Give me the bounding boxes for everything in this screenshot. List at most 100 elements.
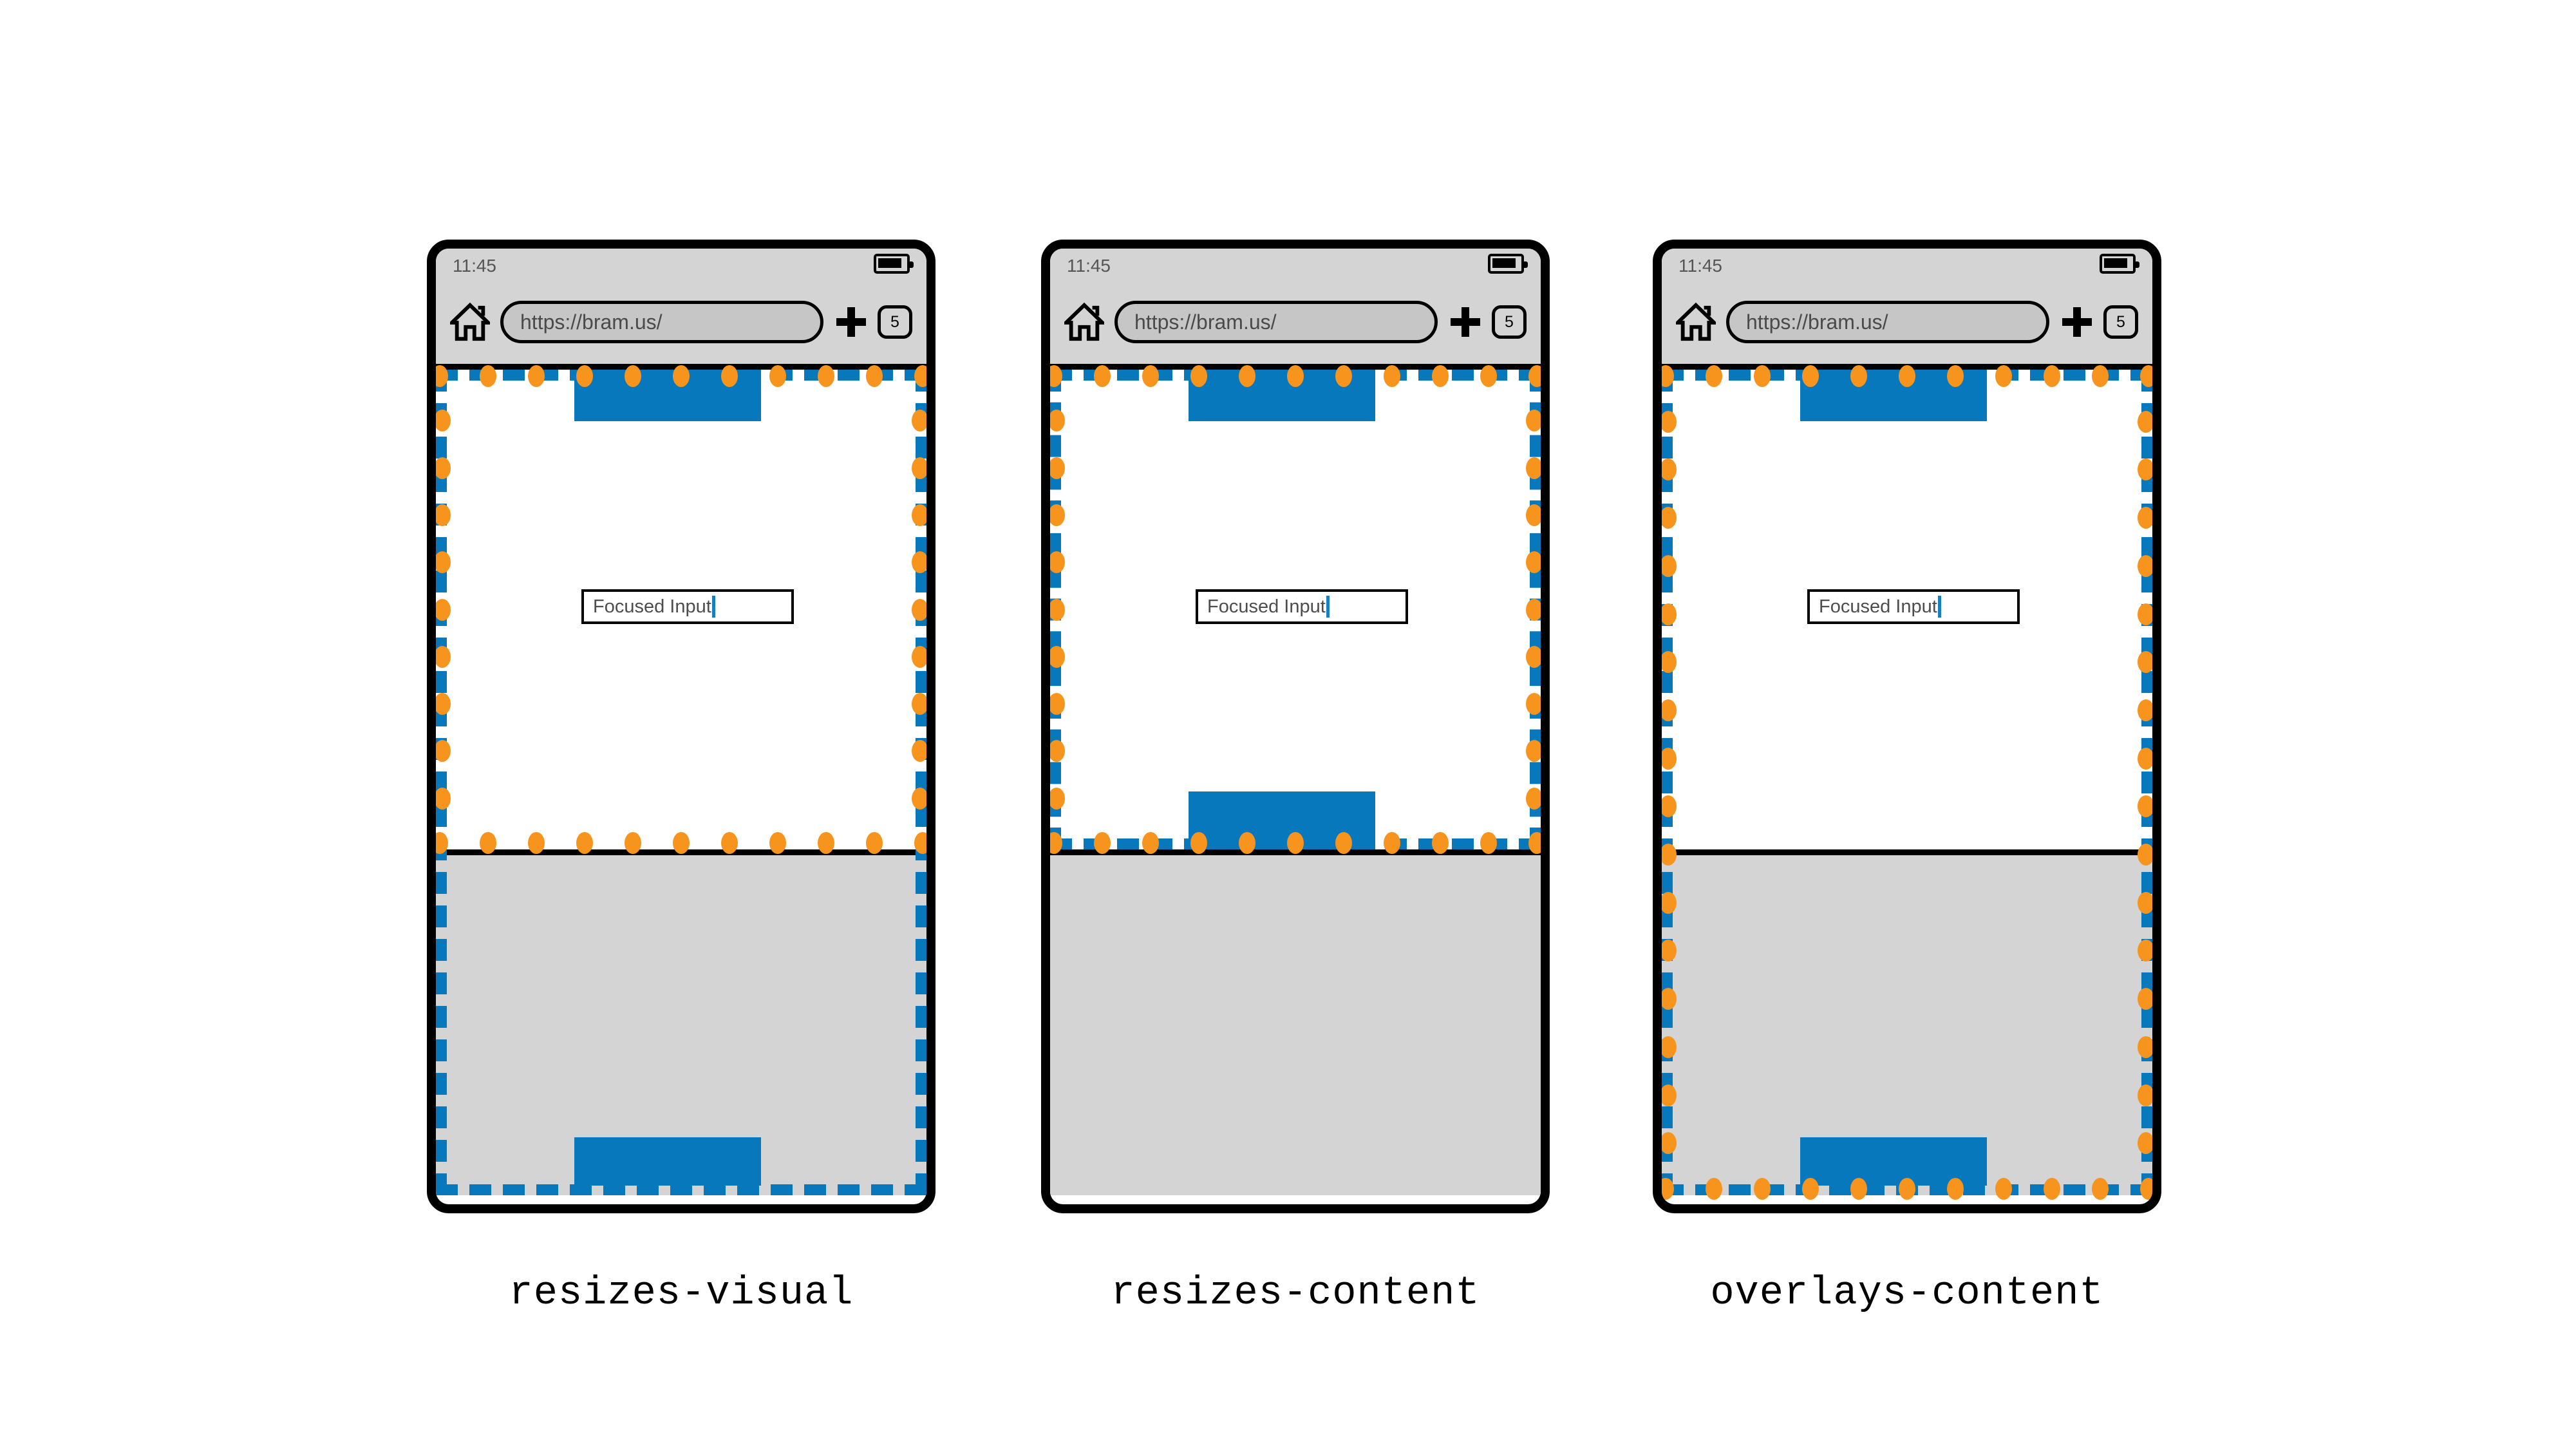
- browser-chrome: 11:45 https://bram.us/5: [436, 249, 926, 370]
- visual-viewport-dot: [1754, 365, 1771, 387]
- visual-viewport-dot: [2138, 1084, 2152, 1106]
- visual-viewport-dot: [2140, 365, 2152, 387]
- visual-viewport-dot: [1802, 1178, 1819, 1200]
- visual-viewport-dot: [436, 693, 451, 715]
- focused-text-input[interactable]: Focused Input: [1807, 589, 2020, 624]
- visual-viewport-dot: [1995, 365, 2012, 387]
- visual-viewport-dot: [914, 365, 926, 387]
- visual-viewport-dot: [912, 410, 926, 432]
- visual-viewport-dot: [528, 365, 545, 387]
- visual-viewport-dot: [769, 365, 786, 387]
- status-bar: 11:45: [436, 249, 926, 282]
- visual-viewport-dot: [2044, 1178, 2060, 1200]
- visual-viewport-dot: [436, 645, 451, 668]
- visual-viewport-dot: [1526, 457, 1541, 479]
- text-caret: [1937, 596, 1941, 618]
- visual-viewport-dot: [2138, 554, 2152, 577]
- visual-viewport-dot: [1662, 747, 1677, 770]
- visual-viewport-dot: [2140, 1178, 2152, 1200]
- visual-viewport-dot: [436, 551, 451, 574]
- visual-viewport-dot: [866, 365, 883, 387]
- visual-viewport-dot: [673, 832, 690, 854]
- visual-viewport-dot: [1050, 598, 1065, 621]
- home-icon[interactable]: [1064, 302, 1104, 342]
- visual-viewport-dot: [1142, 365, 1159, 387]
- visual-viewport-dot: [2138, 988, 2152, 1010]
- tab-counter-button[interactable]: 5: [1492, 305, 1527, 339]
- visual-viewport-dot: [1480, 832, 1497, 854]
- battery-icon: [1488, 254, 1528, 274]
- plus-icon[interactable]: [2062, 307, 2092, 337]
- visual-viewport-dot: [1526, 410, 1541, 432]
- visual-viewport-dot: [1050, 551, 1065, 574]
- visual-viewport-dot: [1239, 365, 1255, 387]
- url-bar[interactable]: https://bram.us/: [1726, 301, 2049, 343]
- status-bar: 11:45: [1050, 249, 1541, 282]
- visual-viewport-dot: [1432, 832, 1449, 854]
- visual-viewport-dot: [436, 504, 451, 526]
- page-footer-block: [1800, 1137, 1987, 1186]
- browser-toolbar: https://bram.us/5: [1050, 282, 1541, 362]
- visual-viewport-dot: [2138, 1036, 2152, 1058]
- visual-viewport-dot: [436, 365, 448, 387]
- visual-viewport-dot: [1142, 832, 1159, 854]
- visual-viewport-dot: [2138, 747, 2152, 770]
- on-screen-keyboard[interactable]: [1050, 849, 1541, 1195]
- visual-viewport-dot: [1050, 832, 1062, 854]
- focused-text-input[interactable]: Focused Input: [581, 589, 794, 624]
- visual-viewport-dot: [1050, 457, 1065, 479]
- visual-viewport-dot: [1706, 1178, 1722, 1200]
- visual-viewport-dot: [2092, 1178, 2109, 1200]
- visual-viewport-dot: [2138, 1132, 2152, 1155]
- tab-counter-button[interactable]: 5: [878, 305, 912, 339]
- home-icon[interactable]: [450, 302, 490, 342]
- visual-viewport-dot: [1287, 365, 1304, 387]
- battery-icon: [2100, 254, 2139, 274]
- url-bar[interactable]: https://bram.us/: [500, 301, 823, 343]
- visual-viewport-dot: [769, 832, 786, 854]
- focused-text-input[interactable]: Focused Input: [1196, 589, 1408, 624]
- panel-caption: resizes-visual: [509, 1270, 854, 1316]
- visual-viewport-dot: [1662, 410, 1677, 433]
- visual-viewport-dot: [1802, 365, 1819, 387]
- visual-viewport-dot: [912, 787, 926, 810]
- visual-viewport-dot: [1094, 365, 1111, 387]
- visual-viewport-dot: [673, 365, 690, 387]
- tab-count-label: 5: [2116, 312, 2125, 331]
- visual-viewport-dot: [1899, 365, 1915, 387]
- visual-viewport-dot: [2044, 365, 2060, 387]
- visual-viewport-dot: [576, 832, 593, 854]
- visual-viewport-dot: [1384, 832, 1400, 854]
- visual-viewport-dot: [1050, 504, 1065, 526]
- tab-counter-button[interactable]: 5: [2103, 305, 2138, 339]
- visual-viewport-dot: [1662, 844, 1677, 866]
- home-icon[interactable]: [1676, 302, 1716, 342]
- visual-viewport-dot: [1526, 598, 1541, 621]
- visual-viewport-dot: [1050, 740, 1065, 762]
- focused-input-value: Focused Input: [1819, 596, 1937, 617]
- visual-viewport-dot: [1850, 1178, 1867, 1200]
- visual-viewport-dot: [1662, 1084, 1677, 1106]
- visual-viewport-dot: [480, 832, 496, 854]
- visual-viewport-dot: [1662, 891, 1677, 914]
- visual-viewport-dot: [1432, 365, 1449, 387]
- web-page-viewport: Focused Input: [436, 365, 926, 1195]
- visual-viewport-dot: [1050, 645, 1065, 668]
- visual-viewport-dot: [1528, 365, 1541, 387]
- tab-count-label: 5: [890, 312, 899, 331]
- url-text: https://bram.us/: [1134, 310, 1277, 334]
- visual-viewport-dot: [721, 365, 738, 387]
- visual-viewport-dot: [1526, 693, 1541, 715]
- visual-viewport-dot: [1528, 832, 1541, 854]
- visual-viewport-dot: [436, 598, 451, 621]
- visual-viewport-dot: [912, 504, 926, 526]
- plus-icon[interactable]: [1451, 307, 1480, 337]
- plus-icon[interactable]: [836, 307, 866, 337]
- visual-viewport-dot: [1662, 554, 1677, 577]
- url-bar[interactable]: https://bram.us/: [1114, 301, 1438, 343]
